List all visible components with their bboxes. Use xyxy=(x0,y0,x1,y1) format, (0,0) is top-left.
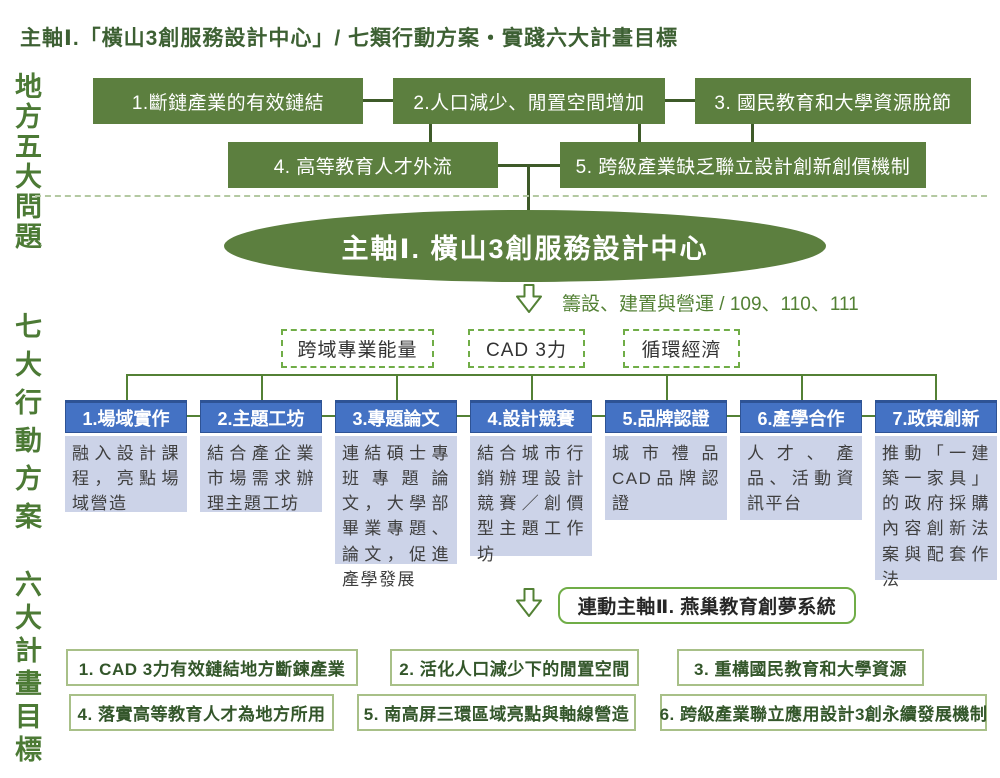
goal-box-1: 1. CAD 3力有效鏈結地方斷鍊產業 xyxy=(66,649,358,686)
phase-note: 籌設、建置與營運 / 109、110、111 xyxy=(562,294,859,315)
tree-drop xyxy=(666,374,668,400)
down-arrow-icon xyxy=(514,588,544,623)
side-label-problems: 地方五大問題 xyxy=(11,72,41,252)
connector-line xyxy=(363,99,393,102)
action-header-4: 4.設計競賽 xyxy=(470,400,592,433)
tree-drop xyxy=(531,374,533,400)
connector-line xyxy=(665,99,695,102)
connector-line xyxy=(527,166,530,212)
tag-cad-3: CAD 3力 xyxy=(468,329,585,368)
header-link-line xyxy=(862,415,875,417)
header-link-line xyxy=(457,415,470,417)
action-header-6: 6.產學合作 xyxy=(740,400,862,433)
link-box-axis2: 連動主軸Ⅱ. 燕巢教育創夢系統 xyxy=(558,587,856,624)
tree-drop xyxy=(935,374,937,400)
goal-box-3: 3. 重構國民教育和大學資源 xyxy=(677,649,924,686)
problem-box-1: 1.斷鏈產業的有效鏈結 xyxy=(93,78,363,124)
action-header-5: 5.品牌認證 xyxy=(605,400,727,433)
goal-box-5: 5. 南高屏三環區域亮點與軸線營造 xyxy=(357,694,636,731)
page-title: 主軸Ⅰ.「橫山3創服務設計中心」/ 七類行動方案・實踐六大計畫目標 xyxy=(20,27,678,50)
side-label-goals: 六大計畫目標 xyxy=(11,570,41,768)
action-header-2: 2.主題工坊 xyxy=(200,400,322,433)
tree-drop xyxy=(126,374,128,400)
header-link-line xyxy=(727,415,740,417)
action-body-2: 結合產企業市場需求辦理主題工坊 xyxy=(200,436,322,513)
header-link-line xyxy=(322,415,335,417)
problem-box-5: 5. 跨級產業缺乏聯立設計創新創價機制 xyxy=(560,142,926,188)
tag-circular-economy: 循環經濟 xyxy=(623,329,740,368)
down-arrow-icon xyxy=(514,284,544,319)
header-link-line xyxy=(187,415,200,417)
dashed-separator xyxy=(35,195,987,197)
action-body-7: 推動「一建築一家具」的政府採購內容創新法案與配套作法 xyxy=(875,436,997,589)
action-body-5: 城市禮品CAD品牌認證 xyxy=(605,436,727,520)
tree-drop xyxy=(261,374,263,400)
connector-line xyxy=(638,124,641,142)
connector-line xyxy=(751,124,754,142)
action-header-1: 1.場域實作 xyxy=(65,400,187,433)
goal-box-6: 6. 跨級產業聯立應用設計3創永續發展機制 xyxy=(660,694,987,731)
problem-box-2: 2.人口減少、閒置空間增加 xyxy=(393,78,665,124)
side-label-actions: 七大行動方案 xyxy=(11,312,41,540)
connector-line xyxy=(498,164,560,167)
action-body-4: 結合城市行銷辦理設計競賽／創價型主題工作坊 xyxy=(470,436,592,564)
action-body-3: 連結碩士專班專題論文，大學部畢業專題、論文，促進產學發展 xyxy=(335,436,457,589)
problem-box-4: 4. 高等教育人才外流 xyxy=(228,142,498,188)
action-body-1: 融入設計課程，亮點場域營造 xyxy=(65,436,187,513)
goal-box-4: 4. 落實高等教育人才為地方所用 xyxy=(69,694,334,731)
tag-cross-domain: 跨域專業能量 xyxy=(281,329,434,368)
connector-line xyxy=(429,124,432,142)
action-body-6: 人才、產品、活動資訊平台 xyxy=(740,436,862,520)
hub-ellipse: 主軸Ⅰ. 橫山3創服務設計中心 xyxy=(224,210,826,282)
tree-drop xyxy=(801,374,803,400)
goal-box-2: 2. 活化人口減少下的閒置空間 xyxy=(390,649,639,686)
action-header-3: 3.專題論文 xyxy=(335,400,457,433)
problem-box-3: 3. 國民教育和大學資源脫節 xyxy=(695,78,971,124)
tree-drop xyxy=(396,374,398,400)
action-header-7: 7.政策創新 xyxy=(875,400,997,433)
header-link-line xyxy=(592,415,605,417)
